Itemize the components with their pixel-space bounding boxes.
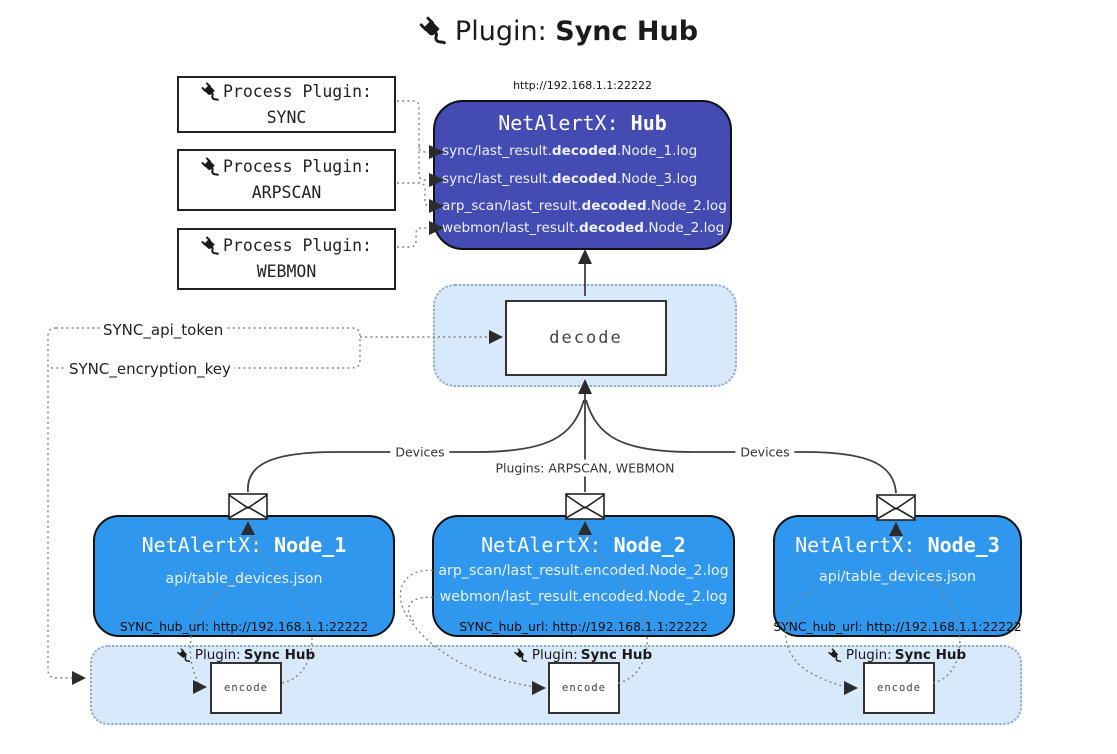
hub-header-name: Hub xyxy=(630,111,667,135)
arrow-into-band xyxy=(72,671,86,685)
encode-box: encode xyxy=(863,662,935,714)
band-plugin-label: Plugin: Sync Hub xyxy=(828,647,966,663)
process-plugin-label: Process Plugin: xyxy=(222,236,372,256)
node2-hub-url: SYNC_hub_url: http://192.168.1.1:22222 xyxy=(459,620,708,634)
process-plugin-arpscan-box: Process Plugin: ARPSCAN xyxy=(177,149,396,211)
plug-icon xyxy=(419,16,446,45)
process-plugin-webmon-box: Process Plugin: WEBMON xyxy=(177,228,396,290)
log-post: .Node_3.log xyxy=(616,171,698,187)
encode-box: encode xyxy=(210,662,282,714)
plug-icon xyxy=(514,647,528,662)
node-header-name: Node_1 xyxy=(274,533,347,557)
node2-file: webmon/last_result.encoded.Node_2.log xyxy=(439,589,728,605)
log-post: .Node_2.log xyxy=(644,220,725,236)
plugins-edge-label: Plugins: ARPSCAN, WEBMON xyxy=(490,459,680,477)
band-label-prefix: Plugin: xyxy=(194,647,241,663)
sync-api-token-label: SYNC_api_token xyxy=(100,321,227,339)
process-plugin-name: ARPSCAN xyxy=(251,183,322,202)
encode-label: encode xyxy=(224,682,268,694)
hub-box xyxy=(433,100,732,250)
band-label-name: Sync Hub xyxy=(243,647,316,663)
process-plugin-label: Process Plugin: xyxy=(222,157,372,177)
process-plugin-name: SYNC xyxy=(266,107,307,127)
hub-header-prefix: NetAlertX: xyxy=(498,111,631,135)
log-post: .Node_1.log xyxy=(616,143,698,159)
node-header-prefix: NetAlertX: xyxy=(141,533,275,557)
log-bold: decoded xyxy=(551,143,617,159)
process-plugin-sync-box: Process Plugin: SYNC xyxy=(177,76,396,133)
node-header-prefix: NetAlertX: xyxy=(795,533,928,557)
process-plugin-label: Process Plugin: xyxy=(222,81,372,101)
decode-label: decode xyxy=(549,328,623,348)
decode-box: decode xyxy=(505,300,667,376)
log-post: .Node_2.log xyxy=(646,198,727,214)
hub-header: NetAlertX: Hub xyxy=(433,111,732,135)
title-prefix: Plugin: xyxy=(454,16,556,47)
log-pre: sync/last_result. xyxy=(442,143,552,159)
process-plugin-name: WEBMON xyxy=(256,262,317,281)
node3-header: NetAlertX: Node_3 xyxy=(773,533,1022,557)
log-pre: arp_scan/last_result. xyxy=(442,198,582,214)
node1-file: api/table_devices.json xyxy=(165,571,323,587)
node1-hub-url: SYNC_hub_url: http://192.168.1.1:22222 xyxy=(119,620,369,634)
connector-webmon-to-hub xyxy=(397,227,429,248)
hub-log-line: webmon/last_result.decoded.Node_2.log xyxy=(442,220,730,236)
hub-url-label: http://192.168.1.1:22222 xyxy=(513,79,652,92)
sync-encryption-key-label: SYNC_encryption_key xyxy=(66,360,234,378)
hub-log-line: sync/last_result.decoded.Node_3.log xyxy=(442,171,730,187)
plug-icon xyxy=(201,157,219,177)
band-label-name: Sync Hub xyxy=(894,647,967,663)
plug-icon xyxy=(201,236,219,256)
hub-log-line: sync/last_result.decoded.Node_1.log xyxy=(442,143,730,159)
node1-box xyxy=(93,515,395,637)
encode-label: encode xyxy=(562,682,606,694)
connector-arpscan-to-hub xyxy=(397,182,430,207)
plug-icon xyxy=(201,82,219,101)
encode-box: encode xyxy=(548,662,620,714)
node3-hub-url: SYNC_hub_url: http://192.168.1.1:22222 xyxy=(773,620,1022,634)
connector-sync-to-hub xyxy=(397,100,429,153)
band-label-name: Sync Hub xyxy=(580,647,653,663)
node2-file: arp_scan/last_result.encoded.Node_2.log xyxy=(438,563,729,579)
log-bold: decoded xyxy=(578,220,644,236)
band-label-prefix: Plugin: xyxy=(531,647,578,663)
node2-header: NetAlertX: Node_2 xyxy=(432,533,735,557)
node-header-name: Node_2 xyxy=(613,533,686,557)
band-plugin-label: Plugin: Sync Hub xyxy=(514,647,652,663)
devices-label-right: Devices xyxy=(735,443,795,461)
page-title: Plugin: Sync Hub xyxy=(0,16,1117,47)
arrow-up-into-hub xyxy=(578,249,592,264)
log-bold: decoded xyxy=(551,171,617,187)
hub-log-line: arp_scan/last_result.decoded.Node_2.log xyxy=(442,198,730,214)
plug-icon xyxy=(177,647,191,662)
title-name: Sync Hub xyxy=(555,16,699,47)
node1-header: NetAlertX: Node_1 xyxy=(93,533,395,557)
plug-icon xyxy=(828,647,842,662)
connector-settings-to-band xyxy=(47,327,78,679)
node-header-name: Node_3 xyxy=(927,533,1000,557)
band-plugin-label: Plugin: Sync Hub xyxy=(177,647,315,663)
connector-sync-to-hub2 xyxy=(418,146,429,181)
node3-file: api/table_devices.json xyxy=(819,569,976,585)
encode-label: encode xyxy=(877,682,921,694)
band-label-prefix: Plugin: xyxy=(845,647,892,663)
devices-label-left: Devices xyxy=(390,443,450,461)
node-header-prefix: NetAlertX: xyxy=(481,533,614,557)
log-pre: webmon/last_result. xyxy=(442,220,579,236)
log-pre: sync/last_result. xyxy=(442,171,552,187)
log-bold: decoded xyxy=(581,198,647,214)
